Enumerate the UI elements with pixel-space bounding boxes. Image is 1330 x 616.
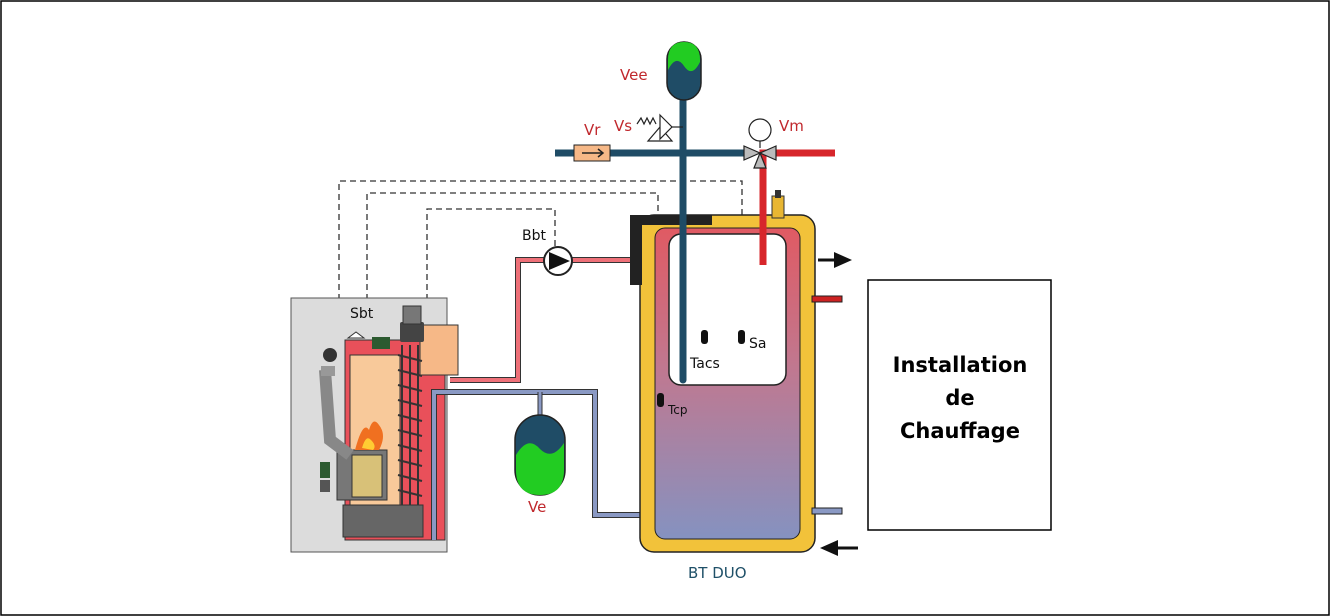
check-valve-vr bbox=[573, 144, 611, 162]
flow-arrow-out bbox=[818, 252, 852, 268]
storage-tank-bt-duo bbox=[630, 190, 843, 553]
mixing-valve-vm bbox=[743, 118, 777, 169]
expansion-vessel-vee bbox=[666, 41, 702, 101]
flow-arrow-in bbox=[820, 540, 858, 556]
bbt-label: Bbt bbox=[522, 228, 546, 244]
safety-valve-vs bbox=[636, 113, 683, 142]
sa-label: Sa bbox=[749, 336, 766, 352]
vee-label: Vee bbox=[620, 66, 648, 84]
vr-label: Vr bbox=[584, 121, 601, 139]
tank-label: BT DUO bbox=[688, 564, 747, 582]
boiler bbox=[290, 297, 459, 553]
expansion-vessel-ve bbox=[514, 414, 566, 496]
vs-label: Vs bbox=[614, 117, 632, 135]
circulator-pump-bbt bbox=[543, 246, 573, 276]
sensor-sa bbox=[738, 330, 745, 344]
installation-line1: Installation bbox=[893, 353, 1028, 377]
ve-label: Ve bbox=[528, 498, 546, 516]
sensor-tacs bbox=[701, 330, 708, 344]
tacs-label: Tacs bbox=[689, 356, 720, 372]
installation-line3: Chauffage bbox=[900, 419, 1020, 443]
tcp-label: Tcp bbox=[667, 403, 688, 417]
sbt-label-bg: Sbt bbox=[350, 306, 374, 322]
heating-installation-box bbox=[867, 279, 1052, 531]
vm-label: Vm bbox=[779, 117, 804, 135]
sensor-tcp bbox=[657, 393, 664, 407]
installation-line2: de bbox=[945, 386, 974, 410]
